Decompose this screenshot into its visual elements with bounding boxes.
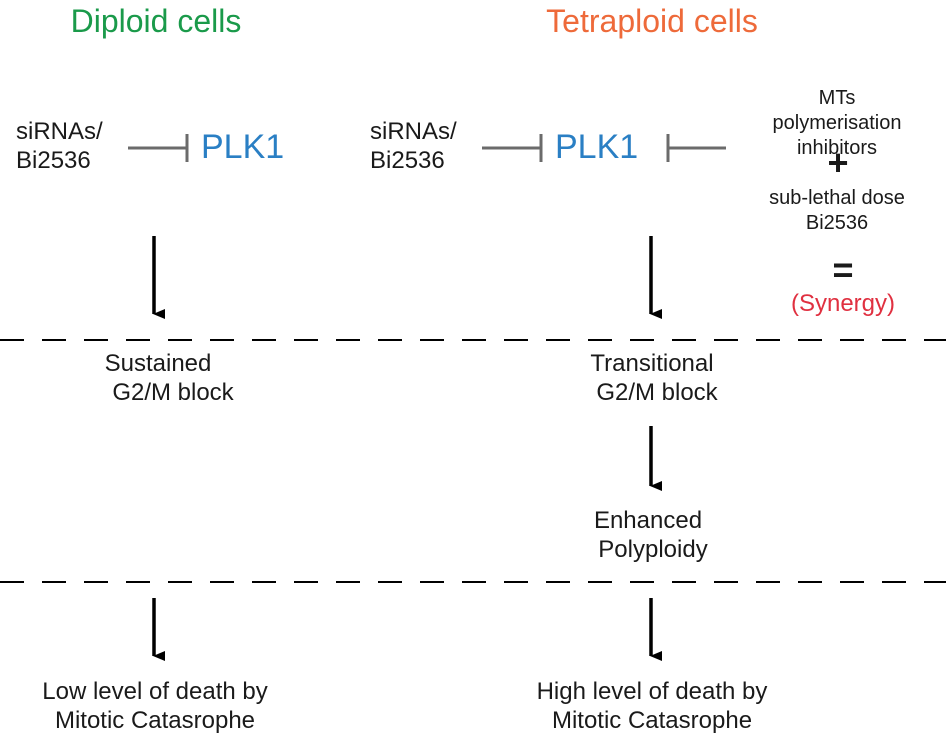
combination-line1: MTs [818,87,856,109]
tetraploid-plk1-label: PLK1 [555,128,639,166]
tetraploid-stage2-line2: Polyploidy [598,535,708,563]
combination-treatment-label: MTs polymerisation inhibitors [773,86,902,161]
tetraploid-stage1-line2: G2/M block [596,378,718,406]
combination-inhibition-connector [666,134,726,162]
tetraploid-polyploidy-label: Enhanced Polyploidy [588,507,708,565]
tetraploid-inhibition-connector [482,134,543,162]
tetraploid-inhibitor-line1: siRNAs/ [370,118,457,145]
tetraploid-inhibitor-label: siRNAs/ Bi2536 [370,118,457,176]
diploid-inhibitor-label: siRNAs/ Bi2536 [16,118,103,176]
diploid-stage1-line2: G2/M block [112,378,234,406]
combination-line3: inhibitors [796,137,878,159]
tetraploid-title: Tetraploid cells [546,3,758,39]
diploid-outcome-line1: Low level of death by [42,678,268,705]
tetraploid-outcome-label: High level of death by Mitotic Catasroph… [537,678,768,736]
combination-line4: sub-lethal dose [769,187,905,209]
diploid-inhibitor-line2: Bi2536 [16,146,91,174]
combination-equals-sign: = [832,249,854,290]
combination-line5: Bi2536 [805,212,869,234]
diploid-outcome-line2: Mitotic Catasrophe [54,706,256,734]
combination-plus-sign: + [827,142,849,183]
combination-line2: polymerisation [772,112,902,134]
combination-sublethal-label: sub-lethal dose Bi2536 [769,186,905,236]
diploid-inhibitor-line1: siRNAs/ [16,118,103,145]
diploid-plk1-label: PLK1 [201,128,285,166]
tetraploid-outcome-line1: High level of death by [536,678,768,705]
synergy-label: (Synergy) [790,290,896,317]
diploid-title: Diploid cells [70,3,242,39]
tetraploid-stage2-line1: Enhanced [593,507,703,534]
diploid-stage1-line1: Sustained [104,350,212,377]
tetraploid-stage1-line1: Transitional [590,350,714,377]
tetraploid-inhibitor-line2: Bi2536 [370,146,445,174]
diploid-inhibition-connector [128,134,189,162]
tetraploid-outcome-line2: Mitotic Catasrophe [551,706,753,734]
diploid-sustained-block-label: Sustained G2/M block [82,350,234,408]
diploid-outcome-label: Low level of death by Mitotic Catasrophe [42,678,267,736]
tetraploid-transitional-block-label: Transitional G2/M block [586,350,717,408]
